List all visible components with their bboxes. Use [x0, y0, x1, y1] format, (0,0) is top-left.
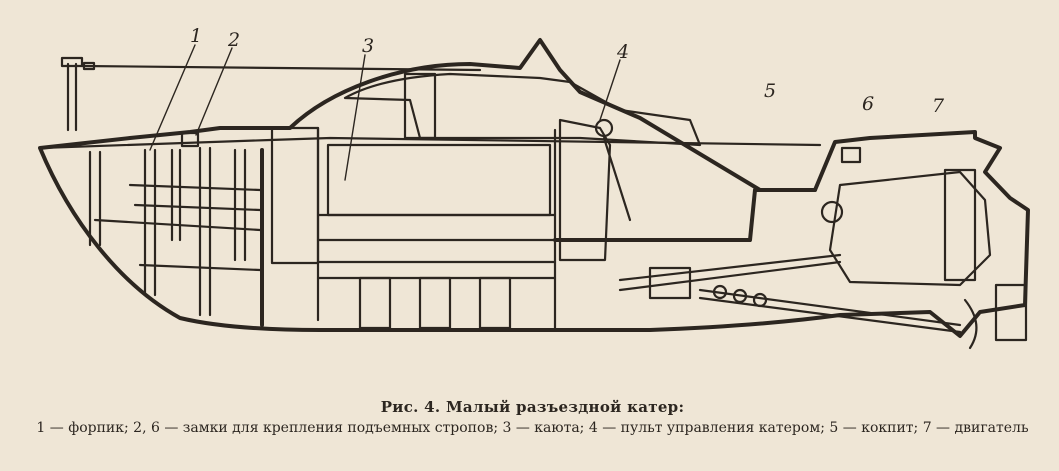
callout-7: 7 [932, 95, 945, 117]
cabin [270, 72, 702, 332]
mast [60, 56, 482, 132]
drive-shaft [618, 253, 962, 334]
propeller-rudder [963, 283, 1028, 350]
callout-5: 5 [764, 80, 776, 102]
callout-leaders [149, 44, 621, 181]
callout-4: 4 [616, 41, 629, 63]
callout-3: 3 [362, 35, 374, 57]
figure-caption-title: Рис. 4. Малый разъездной катер: [380, 398, 685, 416]
callout-1: 1 [190, 25, 202, 47]
boat-cross-section-drawing: 1 2 3 4 5 6 7 [38, 25, 1030, 350]
callout-2: 2 [227, 29, 240, 51]
engine [820, 168, 992, 287]
callout-6: 6 [862, 93, 874, 115]
forepeak-frames [88, 146, 262, 317]
deck-line [38, 136, 822, 150]
control-console [558, 118, 632, 262]
lift-lock-forward [180, 131, 200, 148]
cockpit [553, 188, 817, 242]
figure-caption-legend: 1 — форпик; 2, 6 — замки для крепления п… [36, 420, 1029, 436]
hull-outline [38, 38, 1030, 338]
lift-lock-aft [840, 146, 862, 164]
